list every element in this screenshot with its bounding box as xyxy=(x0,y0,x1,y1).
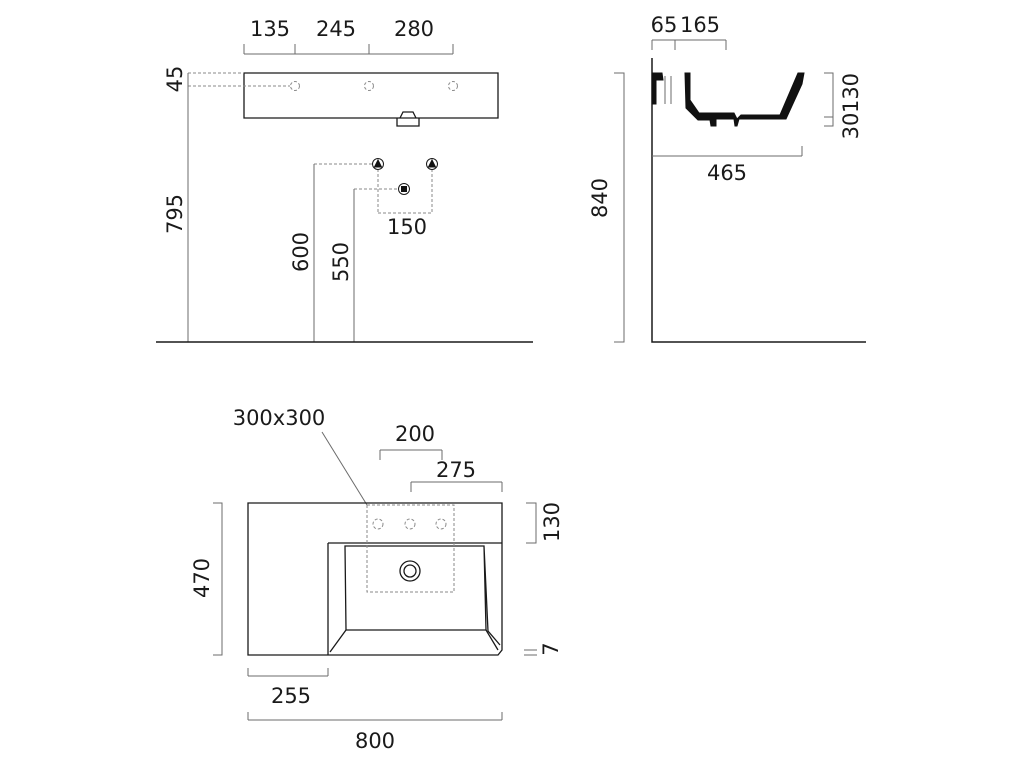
dim-200-line xyxy=(379,449,443,460)
dim-width: 800 xyxy=(355,729,395,753)
depth-dim-line xyxy=(213,502,223,656)
dim-tap-depth: 165 xyxy=(680,13,720,37)
dim-tap-hole-offset-a: 200 xyxy=(395,422,435,446)
dim-bottom-thickness: 30 xyxy=(839,113,863,140)
dim-rim-thickness: 45 xyxy=(163,66,187,93)
side-depth-line xyxy=(652,146,803,157)
supply-symbol-right xyxy=(426,158,438,170)
total-height-line xyxy=(614,72,625,343)
side-right-dimension-lines xyxy=(824,72,834,127)
dim-depth-plan: 470 xyxy=(190,558,214,598)
dim-depth: 465 xyxy=(707,161,747,185)
basin-section-profile xyxy=(651,72,805,127)
plan-tap-holes xyxy=(372,518,447,530)
dim-tap-area: 300x300 xyxy=(233,406,326,430)
width-dim-line xyxy=(247,712,503,721)
dim-left-hole-offset: 135 xyxy=(250,17,290,41)
dim-rear-rim: 130 xyxy=(540,502,564,542)
dim-tap-hole-offset-b: 275 xyxy=(436,458,476,482)
front-top-dimension-lines xyxy=(243,44,454,55)
drain-circle xyxy=(399,560,421,582)
basin-plan-outline xyxy=(247,502,503,656)
supply-line xyxy=(314,163,433,214)
dim-hole-spacing-a: 245 xyxy=(316,17,356,41)
dim-front-rim: 7 xyxy=(539,642,563,655)
left-shelf-dim-line xyxy=(247,668,329,677)
dim-left-shelf: 255 xyxy=(271,684,311,708)
plan-view: 300x300 200 275 130 7 xyxy=(190,406,564,753)
supply-symbol-left xyxy=(372,158,384,170)
front-rim-dim-line xyxy=(524,649,537,656)
front-view: 135 245 280 45 795 600 550 xyxy=(156,17,533,343)
dim-hole-spacing-b: 280 xyxy=(394,17,434,41)
dim-waste-height: 550 xyxy=(329,242,353,282)
side-view: 65 165 465 130 30 840 xyxy=(588,13,866,343)
tap-area-leader xyxy=(321,431,368,506)
side-wall-line xyxy=(651,58,866,343)
front-tap-holes xyxy=(290,81,458,91)
tap-area-box xyxy=(366,504,455,593)
dim-total-height: 840 xyxy=(588,178,612,218)
dim-wall-offset: 65 xyxy=(651,13,678,37)
dim-rim-height: 795 xyxy=(163,194,187,234)
waste-symbol xyxy=(398,183,410,195)
dim-bowl-depth: 130 xyxy=(839,73,863,113)
dim-supply-spacing: 150 xyxy=(387,215,427,239)
basin-front-outline xyxy=(243,72,499,127)
side-top-dimension-lines xyxy=(651,39,727,50)
dim-275-line xyxy=(410,481,503,492)
rear-rim-dim-line xyxy=(526,502,537,544)
dim-supply-height: 600 xyxy=(289,232,313,272)
rim-thickness-extension xyxy=(187,72,290,87)
